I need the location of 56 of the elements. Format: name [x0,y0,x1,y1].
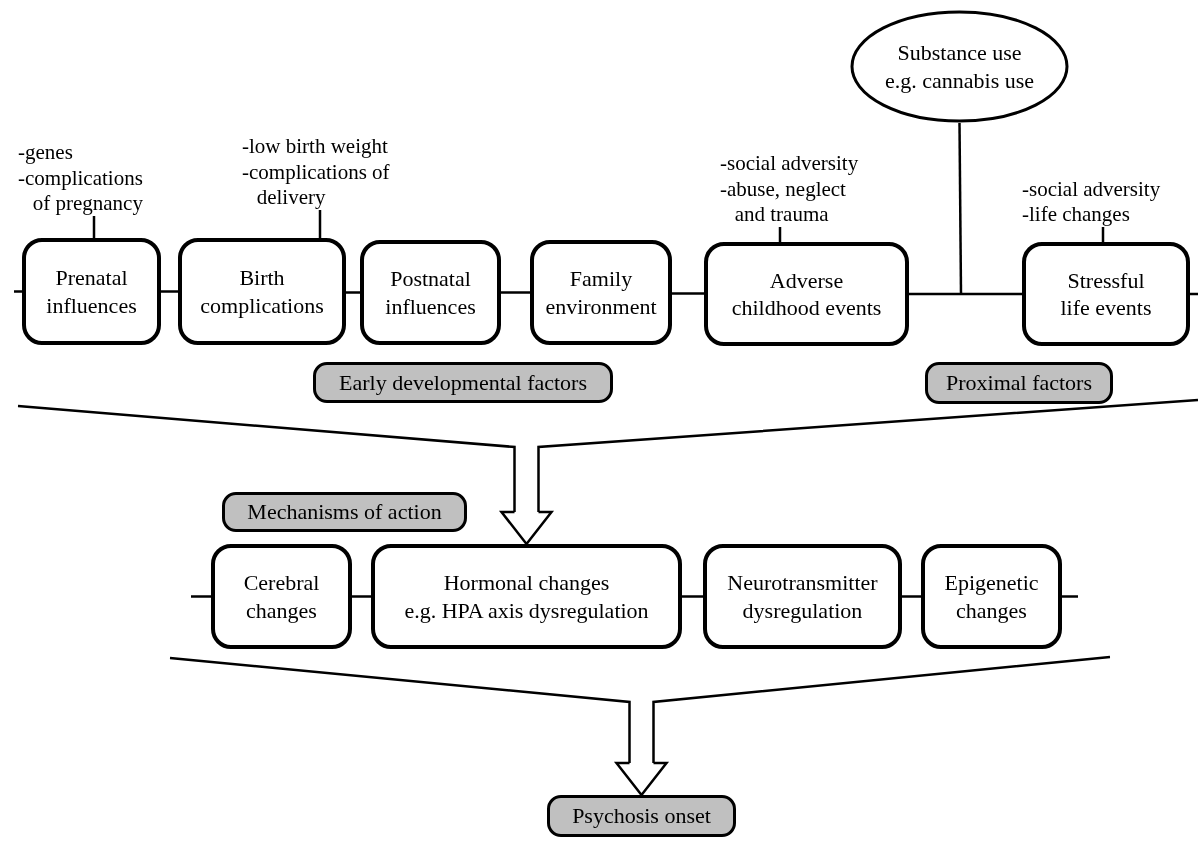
connector-line [14,290,22,293]
box-label: Prenatal influences [45,264,138,319]
connector-line [92,216,96,238]
box-label: Family environment [544,265,658,320]
box-label: Neurotransmitter dysregulation [726,569,879,624]
box-label: Epigenetic changes [943,569,1040,624]
note-text: -genes [18,140,74,166]
box-label: Early developmental factors [339,368,587,397]
group-tag [925,362,1113,404]
connector-line [191,595,211,598]
group-tag [313,362,613,403]
box-label: Mechanisms of action [247,498,442,526]
note-text: -abuse, neglect and trauma [720,176,847,227]
connector-line [1062,595,1078,598]
box-label: Proximal factors [946,369,1092,397]
factor-box [703,544,902,649]
connector-line [352,595,371,598]
factor-box [704,242,909,346]
box-label: Adverse childhood events [730,266,883,322]
box-label: e.g. HPA axis dysregulation [404,596,649,624]
box-label: Psychosis onset [572,802,711,830]
connector-line [909,292,1022,296]
factor-box [211,544,352,649]
note-text: -life changes [1022,201,1131,227]
factor-box [1022,242,1190,346]
connector-line [902,595,921,598]
connector-line [682,595,703,598]
box-label: Substance use [896,39,1023,67]
box-label: e.g. cannabis use [884,66,1035,94]
box-label: Birth complications [199,264,325,319]
ellipse-node [850,10,1069,123]
box-label: Stressful life events [1059,266,1153,322]
box-label: Cerebral changes [242,569,321,624]
factor-box [921,544,1062,649]
group-tag [547,795,736,837]
note-text: -social adversity [720,151,860,177]
connector-line [346,291,360,294]
note-text: -complications of pregnancy [18,165,144,216]
connector-line [672,292,704,295]
box-label: Postnatal influences [384,265,477,320]
connector-line [958,123,963,294]
connector-line [318,210,322,238]
funnel-arrow [168,655,1112,797]
factor-box [360,240,501,345]
factor-box [178,238,346,345]
group-tag [222,492,467,532]
connector-line [501,291,530,294]
factor-box [22,238,161,345]
note-text: -social adversity [1022,176,1162,202]
box-label: Hormonal changes [443,569,610,597]
funnel-arrow [16,398,1198,546]
connector-line [161,290,178,293]
note-text: -complications of delivery [242,159,391,210]
factor-box [530,240,672,345]
factor-box [371,544,682,649]
note-text: -low birth weight [242,134,389,160]
